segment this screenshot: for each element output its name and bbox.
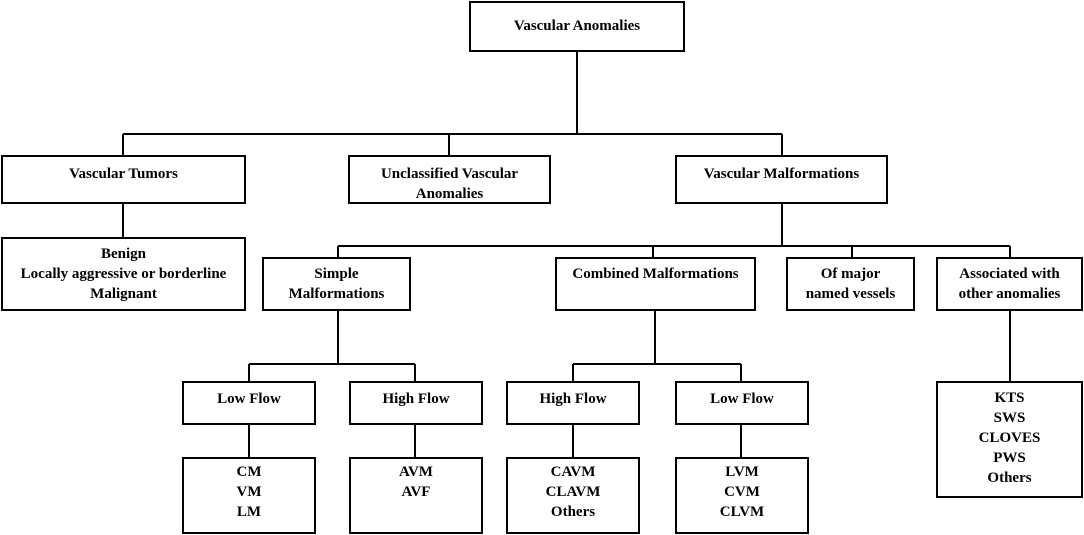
- root-node-vascular-anomalies: Vascular Anomalies: [469, 1, 685, 52]
- node-combined-low-flow: Low Flow: [675, 381, 809, 425]
- node-label-line-2: other anomalies: [958, 286, 1061, 302]
- leaf-item: PWS: [993, 450, 1026, 466]
- node-label: Vascular Anomalies: [513, 18, 641, 34]
- node-label-line-1: Of major: [820, 266, 881, 282]
- leaf-item: CLVM: [719, 504, 765, 520]
- node-simple-malformations: Simple Malformations: [262, 257, 411, 311]
- node-major-named-vessels: Of major named vessels: [786, 257, 915, 311]
- leaf-item: LVM: [725, 464, 759, 480]
- node-label-line-1: Simple: [314, 266, 359, 282]
- leaf-combined-low-flow: LVM CVM CLVM: [675, 457, 809, 534]
- node-tumor-types: Benign Locally aggressive or borderline …: [1, 237, 246, 311]
- tumor-type-malignant: Malignant: [90, 286, 157, 302]
- leaf-simple-low-flow: CM VM LM: [182, 457, 316, 534]
- node-label: Low Flow: [710, 391, 774, 407]
- node-label-line-1: Associated with: [959, 266, 1060, 282]
- leaf-simple-high-flow: AVM AVF: [349, 457, 483, 534]
- tumor-type-borderline: Locally aggressive or borderline: [20, 266, 227, 282]
- node-associated-other-anomalies: Associated with other anomalies: [936, 257, 1083, 311]
- node-label: Low Flow: [217, 391, 281, 407]
- node-label: High Flow: [539, 391, 607, 407]
- leaf-item: SWS: [993, 410, 1026, 426]
- leaf-item: LM: [236, 504, 262, 520]
- node-simple-high-flow: High Flow: [349, 381, 483, 425]
- node-label-line-1: Unclassified Vascular: [380, 166, 519, 182]
- node-label: Vascular Malformations: [703, 166, 860, 182]
- tumor-type-benign: Benign: [100, 246, 146, 262]
- node-label: Vascular Tumors: [69, 166, 178, 182]
- node-label-line-2: Anomalies: [415, 186, 484, 202]
- node-label-line-2: Malformations: [288, 286, 385, 302]
- leaf-item: CLAVM: [545, 484, 601, 500]
- node-label: Combined Malformations: [572, 266, 739, 282]
- node-combined-high-flow: High Flow: [506, 381, 640, 425]
- leaf-item: VM: [236, 484, 262, 500]
- leaf-item: KTS: [994, 390, 1025, 406]
- leaf-item: CVM: [724, 484, 760, 500]
- leaf-combined-high-flow: CAVM CLAVM Others: [506, 457, 640, 534]
- node-simple-low-flow: Low Flow: [182, 381, 316, 425]
- leaf-item: CLOVES: [978, 430, 1041, 446]
- leaf-item: AVF: [401, 484, 431, 500]
- node-unclassified-vascular-anomalies: Unclassified Vascular Anomalies: [348, 155, 551, 204]
- node-vascular-malformations: Vascular Malformations: [675, 155, 888, 204]
- node-label: High Flow: [382, 391, 450, 407]
- leaf-associated-syndromes: KTS SWS CLOVES PWS Others: [936, 381, 1083, 498]
- leaf-item: CM: [236, 464, 262, 480]
- node-vascular-tumors: Vascular Tumors: [1, 155, 246, 204]
- leaf-item: Others: [550, 504, 596, 520]
- node-label-line-2: named vessels: [805, 286, 896, 302]
- node-combined-malformations: Combined Malformations: [555, 257, 756, 311]
- leaf-item: Others: [987, 470, 1032, 486]
- leaf-item: CAVM: [550, 464, 596, 480]
- leaf-item: AVM: [399, 464, 433, 480]
